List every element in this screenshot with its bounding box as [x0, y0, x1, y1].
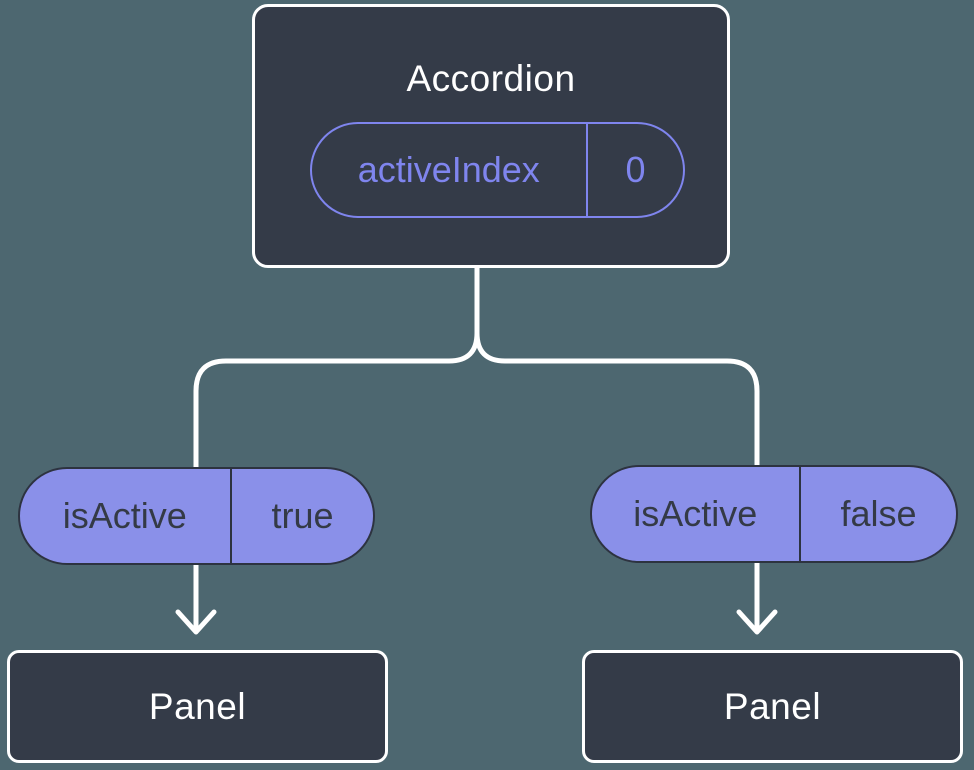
- panel-node-left: Panel: [7, 650, 388, 763]
- active-index-prop-pill: activeIndex 0: [310, 122, 685, 218]
- accordion-node: Accordion activeIndex 0: [252, 4, 730, 268]
- arrowhead-left-icon: [175, 609, 217, 635]
- edge-root-to-right-pill: [474, 263, 760, 471]
- pill-divider: [798, 467, 801, 561]
- prop-value-label: 0: [625, 149, 646, 190]
- pill-divider: [585, 124, 588, 216]
- prop-name-label: isActive: [62, 495, 187, 536]
- panel-node-right: Panel: [582, 650, 963, 763]
- is-active-pill-left: isActive true: [18, 467, 375, 565]
- prop-value-label: true: [271, 495, 334, 536]
- prop-name-label: isActive: [633, 493, 758, 534]
- pill-divider: [229, 469, 232, 563]
- is-active-pill-right: isActive false: [590, 465, 958, 563]
- prop-name-label: activeIndex: [357, 149, 540, 190]
- arrowhead-right-icon: [736, 609, 778, 635]
- prop-value-label: false: [840, 493, 917, 534]
- edge-root-to-left-pill: [193, 263, 480, 473]
- accordion-node-title: Accordion: [406, 58, 576, 99]
